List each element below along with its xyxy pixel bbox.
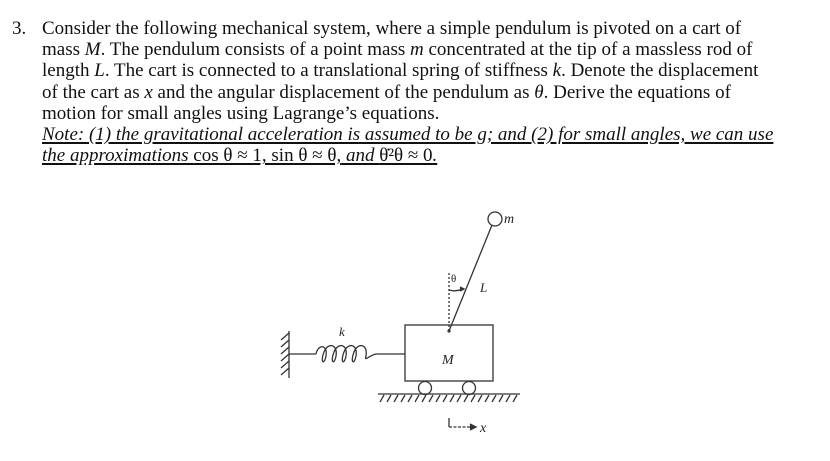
note-line-1: Note: (1) the gravitational acceleration…	[42, 124, 774, 146]
note-line-2: the approximations cos θ ≈ 1, sin θ ≈ θ,…	[42, 145, 822, 166]
var-m: m	[410, 39, 424, 61]
label-m: m	[504, 212, 514, 227]
label-x: x	[479, 421, 487, 436]
text-segment: concentrated at the tip of a massless ro…	[423, 39, 753, 61]
text-line-2: mass M. The pendulum consists of a point…	[42, 39, 822, 60]
label-L: L	[479, 280, 487, 295]
text-segment: Consider the following mechanical system…	[42, 18, 742, 39]
var-x: x	[144, 81, 153, 103]
text-segment: . Denote the displacement	[561, 60, 759, 82]
text-segment: .	[432, 145, 438, 167]
var-M: M	[84, 39, 101, 61]
spring-icon	[289, 345, 405, 363]
text-segment: the approximations	[42, 145, 194, 167]
label-M: M	[441, 353, 455, 368]
text-segment: and the angular displacement of the pend…	[152, 81, 535, 103]
label-theta: θ	[451, 273, 456, 285]
var-theta: θ	[534, 81, 544, 103]
text-segment: length	[42, 60, 95, 82]
text-line-3: length L. The cart is connected to a tra…	[42, 60, 822, 81]
text-segment: motion for small angles using Lagrange’s…	[42, 102, 440, 124]
math-approximations: cos θ ≈ 1, sin θ ≈ θ,	[193, 145, 342, 167]
text-line-5: motion for small angles using Lagrange’s…	[42, 103, 822, 124]
pendulum-bob-icon	[487, 211, 503, 227]
ground-icon	[378, 393, 520, 403]
text-segment: mass	[42, 39, 85, 61]
question-number: 3.	[12, 18, 27, 39]
wheel-icon	[461, 380, 477, 396]
pendulum-rod	[448, 224, 493, 332]
text-segment: of the cart as	[42, 81, 145, 103]
label-k: k	[339, 324, 345, 339]
fixed-wall-icon	[280, 331, 290, 378]
var-L: L	[94, 60, 105, 82]
text-segment: . The pendulum consists of a point mass	[100, 39, 411, 61]
question-text: Consider the following mechanical system…	[42, 18, 822, 166]
text-segment: . The cart is connected to a translation…	[104, 60, 553, 82]
text-line-4: of the cart as x and the angular displac…	[42, 82, 822, 103]
displacement-arrow-icon	[448, 418, 478, 431]
text-segment: and	[341, 145, 380, 167]
math-theta-dot: θ̇²θ ≈ 0	[379, 145, 433, 167]
pivot-point	[447, 329, 451, 333]
wheel-icon	[417, 380, 433, 396]
text-segment: . Derive the equations of	[543, 81, 731, 103]
var-k: k	[552, 60, 562, 82]
text-line-1: Consider the following mechanical system…	[42, 18, 822, 39]
